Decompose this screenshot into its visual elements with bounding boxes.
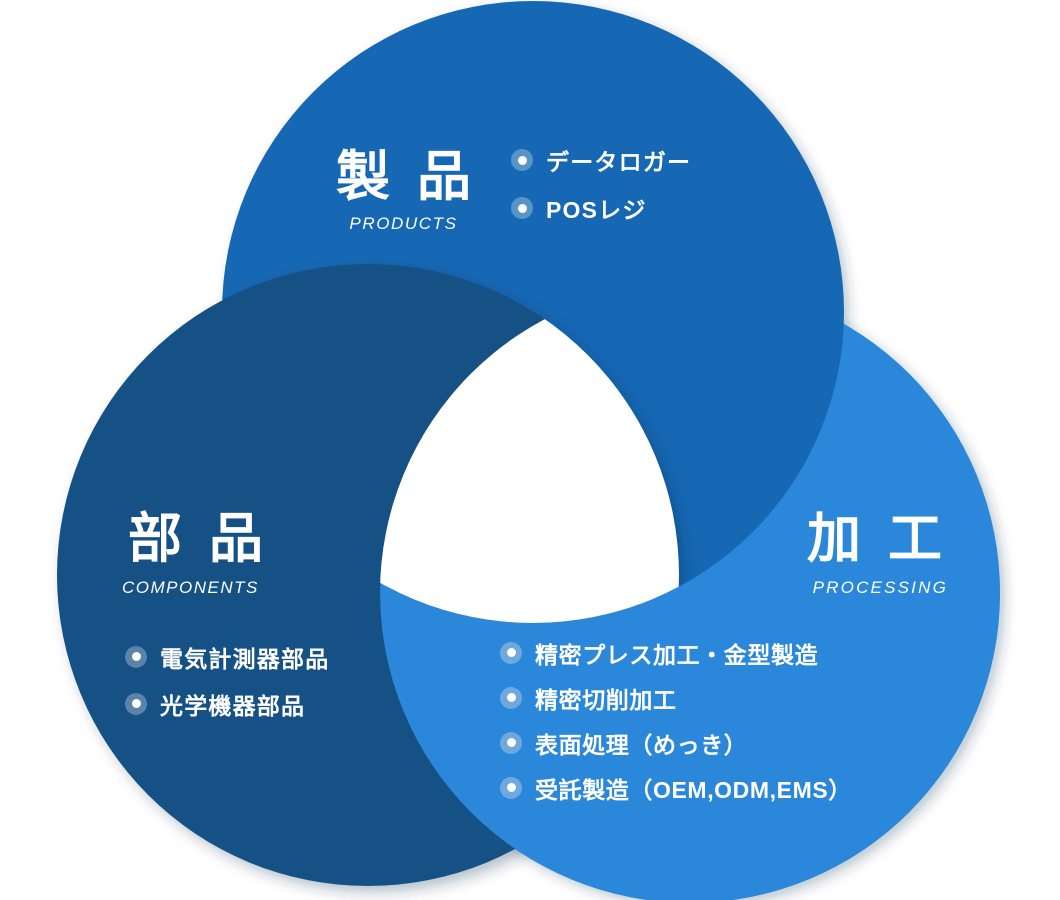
list-item: 精密切削加工 (500, 675, 960, 720)
bullet-dot-icon (500, 776, 522, 799)
list-item-label: データロガー (546, 149, 692, 175)
list-item: POSレジ (511, 184, 691, 232)
products-title-en: PRODUCTS (349, 214, 458, 233)
list-item-label: 精密プレス加工・金型製造 (535, 641, 819, 668)
list-item-label: 電気計測器部品 (160, 645, 330, 672)
list-item-label: 光学機器部品 (160, 692, 306, 719)
products-title-ja: 製 品 (336, 147, 478, 207)
components-title-en: COMPONENTS (122, 578, 259, 597)
bullet-dot-icon (500, 686, 522, 709)
processing-title-ja: 加 工 (806, 509, 948, 569)
list-item: 電気計測器部品 (125, 633, 329, 680)
bullet-dot-icon (500, 641, 522, 664)
list-item-label: 表面処理（めっき） (535, 731, 748, 758)
processing-item-list: 精密プレス加工・金型製造 精密切削加工 表面処理（めっき） 受託製造（OEM,O… (500, 630, 960, 810)
processing-title-en: PROCESSING (812, 578, 948, 597)
bullet-dot-icon (125, 645, 147, 668)
components-heading: 部 品 COMPONENTS (122, 512, 329, 596)
products-heading: 製 品 PRODUCTS データロガー POSレジ (330, 128, 691, 232)
group-products: 製 品 PRODUCTS データロガー POSレジ (330, 128, 691, 232)
list-item: 光学機器部品 (125, 680, 329, 727)
components-item-list: 電気計測器部品 光学機器部品 (125, 633, 329, 727)
processing-heading: 加 工 PROCESSING (500, 512, 960, 596)
list-item-label: 精密切削加工 (535, 686, 677, 713)
bullet-dot-icon (500, 731, 522, 754)
group-components: 部 品 COMPONENTS 電気計測器部品 光学機器部品 (122, 512, 329, 727)
list-item: 受託製造（OEM,ODM,EMS） (500, 765, 960, 810)
components-title-ja: 部 品 (128, 509, 270, 569)
bullet-dot-icon (125, 692, 147, 715)
list-item: データロガー (511, 136, 691, 184)
bullet-dot-icon (511, 149, 534, 171)
list-item: 表面処理（めっき） (500, 720, 960, 765)
products-item-list: データロガー POSレジ (511, 128, 691, 232)
list-item-label: POSレジ (546, 197, 647, 223)
bullet-dot-icon (511, 197, 534, 219)
list-item-label: 受託製造（OEM,ODM,EMS） (535, 776, 852, 803)
group-processing: 加 工 PROCESSING 精密プレス加工・金型製造 精密切削加工 表面処理（… (500, 512, 960, 810)
list-item: 精密プレス加工・金型製造 (500, 630, 960, 675)
